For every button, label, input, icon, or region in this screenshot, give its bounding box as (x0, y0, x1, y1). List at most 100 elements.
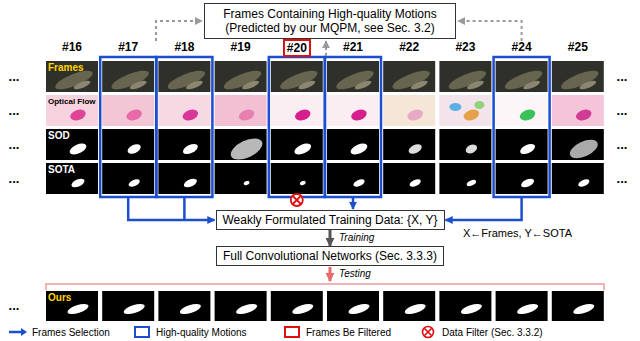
legend-item: Data Filter (Sec. 3.3.2) (418, 325, 543, 339)
result-map (496, 291, 548, 321)
result-map (46, 291, 98, 321)
frame-texture (559, 67, 601, 93)
flow-blob (406, 108, 424, 123)
ellipsis: ... (9, 299, 20, 314)
flow-blob (294, 108, 312, 123)
saliency-map (158, 129, 210, 160)
legend-circle (423, 327, 434, 338)
legend-text: Frames Selection (32, 327, 110, 338)
result-map (158, 291, 210, 321)
optical-flow-image (496, 95, 548, 126)
legend-item: High-quality Motions (132, 325, 247, 339)
frame-number: #25 (568, 41, 588, 55)
flow-blob (462, 108, 480, 123)
frame-number: #24 (512, 41, 532, 55)
saliency-blob (519, 142, 537, 156)
legend-box (135, 327, 149, 337)
legend-text: Frames Be Filtered (306, 327, 391, 338)
legend-swatch (418, 325, 438, 339)
saliency-blob (293, 141, 313, 157)
process-box: Full Convolutional Networks (Sec. 3.3.3) (216, 246, 444, 266)
selection-box (100, 57, 156, 197)
selection-box (494, 57, 550, 197)
legend-swatch (282, 325, 302, 339)
box-text: #20 (287, 41, 307, 55)
legend-text: High-quality Motions (156, 327, 247, 338)
saliency-blob (70, 177, 86, 189)
frame-texture (334, 67, 376, 93)
saliency-map (439, 129, 491, 160)
frame-number: #18 (174, 41, 194, 55)
frame-number: #19 (231, 41, 251, 55)
flow-blob (237, 108, 255, 123)
saliency-blob (181, 142, 199, 156)
frame-texture (109, 67, 151, 93)
legend-swatch (8, 325, 28, 339)
flow-blob (518, 108, 536, 123)
frame-texture (222, 67, 264, 93)
saliency-blob (228, 134, 266, 164)
dotted-arrow (325, 41, 327, 56)
optical-flow-image (327, 95, 379, 126)
saliency-map (46, 129, 98, 160)
frame-texture (297, 79, 316, 91)
box-text: Weakly Formulated Training Data: {X, Y} (223, 213, 438, 227)
frame-number: #22 (399, 41, 419, 55)
saliency-blob (577, 178, 590, 189)
optical-flow-image (215, 95, 267, 126)
frame-texture (166, 67, 208, 93)
saliency-blob (127, 178, 140, 189)
edge-label: Training (338, 232, 375, 244)
saliency-blob (68, 141, 88, 157)
saliency-map (552, 163, 604, 194)
optical-flow-image (552, 95, 604, 126)
selection-arrow (352, 198, 355, 209)
frame-texture (466, 79, 485, 91)
frame-texture (278, 67, 320, 93)
result-blob (347, 302, 370, 316)
frame-texture (185, 79, 204, 91)
selection-box (156, 57, 212, 197)
box-text: Full Convolutional Networks (Sec. 3.3.3) (223, 249, 437, 263)
frame-texture (522, 79, 541, 91)
result-map (439, 291, 491, 321)
annotation: X←Frames, Y←SOTA (462, 227, 573, 240)
frame-texture (390, 67, 432, 93)
saliency-blob (183, 177, 199, 189)
saliency-blob (243, 180, 250, 186)
testing-arrow (329, 267, 332, 281)
selection-arrow (446, 198, 522, 220)
legend-item: Frames Be Filtered (282, 325, 391, 339)
frame-texture (447, 67, 489, 93)
highlight-box: #20 (283, 39, 311, 57)
optical-flow-image (383, 95, 435, 126)
ellipsis: ... (617, 171, 628, 186)
saliency-blob (567, 136, 601, 162)
legend-arrowhead (21, 328, 27, 336)
legend-text: Data Filter (Sec. 3.3.2) (442, 327, 543, 338)
saliency-blob (408, 178, 421, 189)
optical-flow-image (158, 95, 210, 126)
saliency-map (496, 163, 548, 194)
selection-arrow (128, 198, 214, 220)
saliency-map (158, 163, 210, 194)
optical-flow-image (46, 95, 98, 126)
ellipsis: ... (9, 171, 20, 186)
flow-blob (350, 108, 368, 123)
saliency-blob (464, 143, 478, 155)
flow-blob (125, 108, 143, 123)
ellipsis: ... (9, 69, 20, 84)
ellipsis: ... (9, 137, 20, 152)
frame-texture (410, 79, 429, 91)
saliency-map (271, 129, 323, 160)
frame-number: #17 (118, 41, 138, 55)
saliency-map (327, 129, 379, 160)
saliency-blob (466, 179, 477, 188)
flow-blob (69, 108, 87, 123)
result-map (271, 291, 323, 321)
flow-blob (449, 103, 461, 111)
filter-circle (291, 194, 303, 206)
